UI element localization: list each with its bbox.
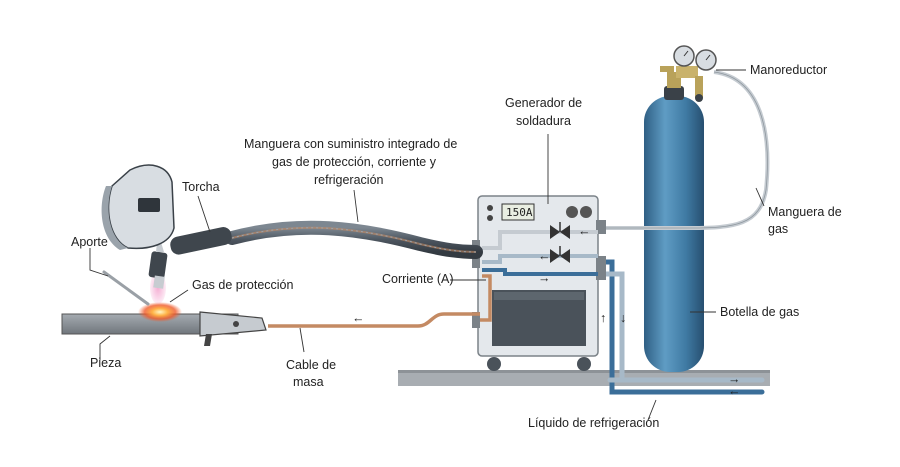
label-regulator: Manoreductor [750,63,827,77]
internal-gas-line [480,230,598,322]
label-filler: Aporte [71,235,108,249]
flow-arrow-coolant-in: ← [538,249,551,263]
label-generator-line1: Generador de [505,96,582,110]
label-ground-line1: Cable de [286,358,336,372]
label-workpiece: Pieza [90,356,121,370]
label-generator-line2: soldadura [516,114,571,128]
label-gas-bottle: Botella de gas [720,305,799,319]
welding-mask [101,164,175,250]
label-coolant: Líquido de refrigeración [528,416,659,430]
label-torch: Torcha [182,180,220,194]
label-current: Corriente (A) [382,272,454,286]
flow-arrow-ground: ← [352,311,365,325]
label-gas-hose-line2: gas [768,222,788,236]
label-hose-line2: gas de protección, corriente y [272,155,437,169]
label-hose-line1: Manguera con suministro integrado de [244,137,457,151]
label-gas-hose-line1: Manguera de [768,205,842,219]
torch [148,227,232,289]
flow-arrow-coolant-up: ↑ [600,311,606,325]
flow-arrow-gas: ← [578,224,591,238]
label-hose-line3: refrigeración [314,173,384,187]
flow-arrow-floor-right: → [728,372,741,386]
flow-arrow-coolant-out: → [538,271,551,285]
current-display-value: 150A [506,206,533,219]
pressure-regulator [660,45,717,102]
flow-arrow-coolant-down: ↓ [620,311,626,325]
arc-glow [138,302,182,322]
floor-top [398,370,770,373]
label-shield-gas: Gas de protección [192,278,293,292]
ground-cable [268,312,480,328]
gas-bottle [644,72,704,372]
current-display [501,203,535,221]
filler-rod [102,270,150,306]
flow-arrow-floor-left: ← [728,384,741,398]
valve-icon [550,222,570,263]
ground-clamp [199,311,267,346]
label-ground-line2: masa [293,375,324,389]
